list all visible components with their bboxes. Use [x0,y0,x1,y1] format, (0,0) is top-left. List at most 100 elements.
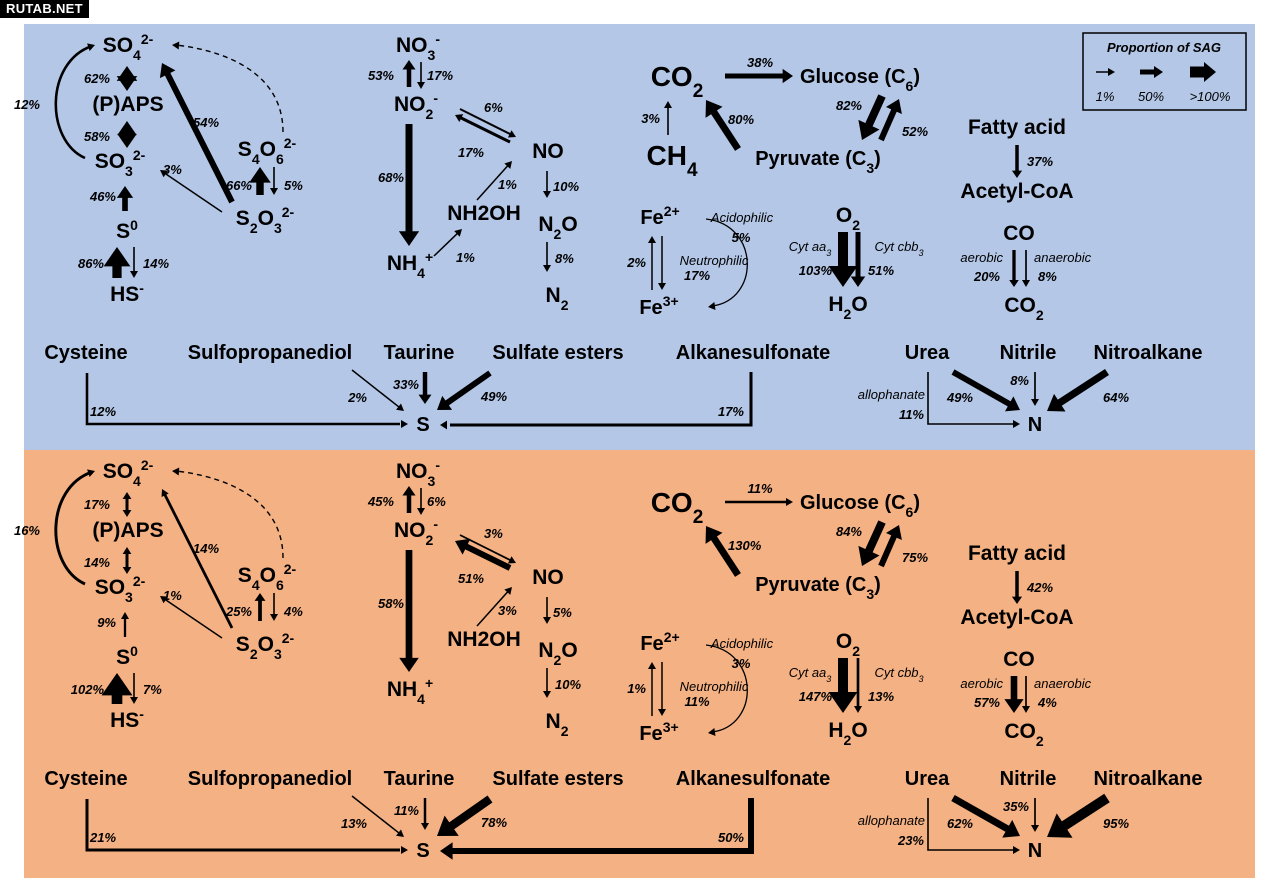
pct-no-n2o: 5% [553,605,572,620]
compound-fatty-acid: Fatty acid [968,542,1066,565]
pct-co2-glucose: 38% [747,55,773,70]
compound-pyruvate: Pyruvate (C3) [755,148,881,176]
label-cyt-cbb3: Cyt cbb3 [874,239,923,258]
arrow-no2-no3 [402,486,416,513]
label-cyt-cbb3: Cyt cbb3 [874,665,923,684]
compound-nh4: NH4+ [387,675,433,707]
compound-so4: SO42- [103,31,154,63]
compound-hs: HS- [110,706,144,732]
legend-title: Proportion of SAG [1107,40,1221,55]
pct-s2o3-s4o6: 66% [226,178,252,193]
arrow-so3-so4-curve [54,43,95,160]
compound-pyruvate: Pyruvate (C3) [755,574,881,602]
arrow-nitroalkane-n [1047,793,1110,838]
arrow-no-no2 [455,538,512,571]
pct-so3-so4: 16% [14,523,40,538]
pct-paps-so3: 14% [84,555,110,570]
label-anaerobic: anaerobic [1034,250,1092,265]
source-urea: Urea [905,342,950,364]
compound-h2o: H2O [828,719,867,748]
pct-nh2oh-no: 3% [498,603,517,618]
compound-n2o: N2O [538,639,577,668]
arrow-no2-nh4 [398,124,420,246]
compound-nh2oh: NH2OH [447,628,521,651]
arrow-nitrile-n [1031,372,1039,406]
arrow-n2o-n2 [543,242,551,272]
pct-pyruvate-glucose: 75% [902,550,928,565]
arrow-no3-no2 [417,62,425,89]
label-cyt-aa3: Cyt aa3 [789,665,832,684]
pct-pyruvate-co2: 80% [728,112,754,127]
compound-no: NO [532,566,564,589]
arrow-s4o6-so4-dashed [172,467,284,559]
arrow-pyruvate-glucose [878,525,902,568]
compound-fe2: Fe2+ [640,629,679,655]
pct-co2-glucose: 11% [747,481,772,496]
arrow-glucose-pyruvate [858,94,886,140]
compound-s0: S0 [116,217,138,243]
compound-hs: HS- [110,280,144,306]
source-sulfate-esters: Sulfate esters [492,342,623,364]
compound-co2-b: CO2 [1004,720,1044,749]
compound-fatty-acid: Fatty acid [968,116,1066,139]
arrow-urea-allophanate-n [927,798,1020,854]
compound-nh2oh: NH2OH [447,202,521,225]
arrow-o2-h2o-cbb3 [854,658,862,713]
compound-co: CO [1003,648,1035,671]
pct-hs-s0: 102% [71,682,105,697]
pct-cysteine: 21% [89,830,116,845]
source-sulfopropanediol: Sulfopropanediol [188,342,352,364]
pct-s2o3-so3: 1% [163,588,182,603]
compound-n2o: N2O [538,213,577,242]
arrow-s2o3-s4o6 [249,167,271,195]
arrow-paps-so3 [117,121,137,148]
label-anaerobic: anaerobic [1034,676,1092,691]
compound-s0: S0 [116,643,138,669]
arrow-no-n2o [543,597,551,624]
arrow-s0-so3 [121,612,129,637]
compound-n: N [1028,840,1042,862]
pct-no2-no3: 17% [427,68,453,83]
arrow-nh2oh-no [476,161,512,201]
compound-no2: NO2- [394,90,438,122]
pct-so4-paps: 62% [84,71,110,86]
pct-neutrophilic: 17% [684,268,710,283]
pct-no2-nh4: 58% [378,596,404,611]
pct-sulfopropanediol: 2% [347,390,367,405]
pct-s2o3-so4: 14% [193,541,219,556]
compound-so3: SO32- [95,573,146,605]
compound-ch4: CH4 [646,140,697,181]
pct-co-aerobic: 20% [973,269,1000,284]
compound-n: N [1028,414,1042,436]
compound-n2: N2 [546,710,569,739]
panel-bottom: SO42-(P)APSSO32-S0HS-S4O62-S2O32-17%14%9… [14,457,1203,862]
compound-no2: NO2- [394,516,438,548]
legend-item-1: 1% [1096,89,1115,104]
arrow-no2-no [459,534,516,564]
pct-fe: 1% [627,681,646,696]
arrow-s2o3-s4o6 [254,593,266,621]
pct-s2o3-so4: 54% [193,115,219,130]
arrow-fe2-fe3-curve [705,644,748,736]
pct-so3-so4: 12% [14,97,40,112]
label-neutrophilic: Neutrophilic [680,679,749,694]
pct-paps-so3: 58% [84,129,110,144]
pct-aa3: 103% [799,263,833,278]
pct-s2o3-so3: 3% [163,162,182,177]
pct-taurine: 11% [394,803,419,818]
compound-s4o6: S4O62- [238,561,297,593]
arrow-nh2oh-no [476,587,512,627]
compound-so3: SO32- [95,147,146,179]
arrow-sulfopropanediol-s [351,795,404,837]
source-alkanesulfonate: Alkanesulfonate [676,768,830,790]
arrow-urea-allophanate-n [927,372,1020,428]
arrow-o2-h2o-aa3 [828,232,858,287]
arrow-co-anaerobic [1022,250,1030,287]
compound-n2: N2 [546,284,569,313]
pct-nitroalkane: 64% [1103,390,1129,405]
pct-hs-s0: 86% [78,256,104,271]
compound-co: CO [1003,222,1035,245]
arrow-no2-nh4 [399,550,419,672]
panel-top-background [24,24,1255,450]
